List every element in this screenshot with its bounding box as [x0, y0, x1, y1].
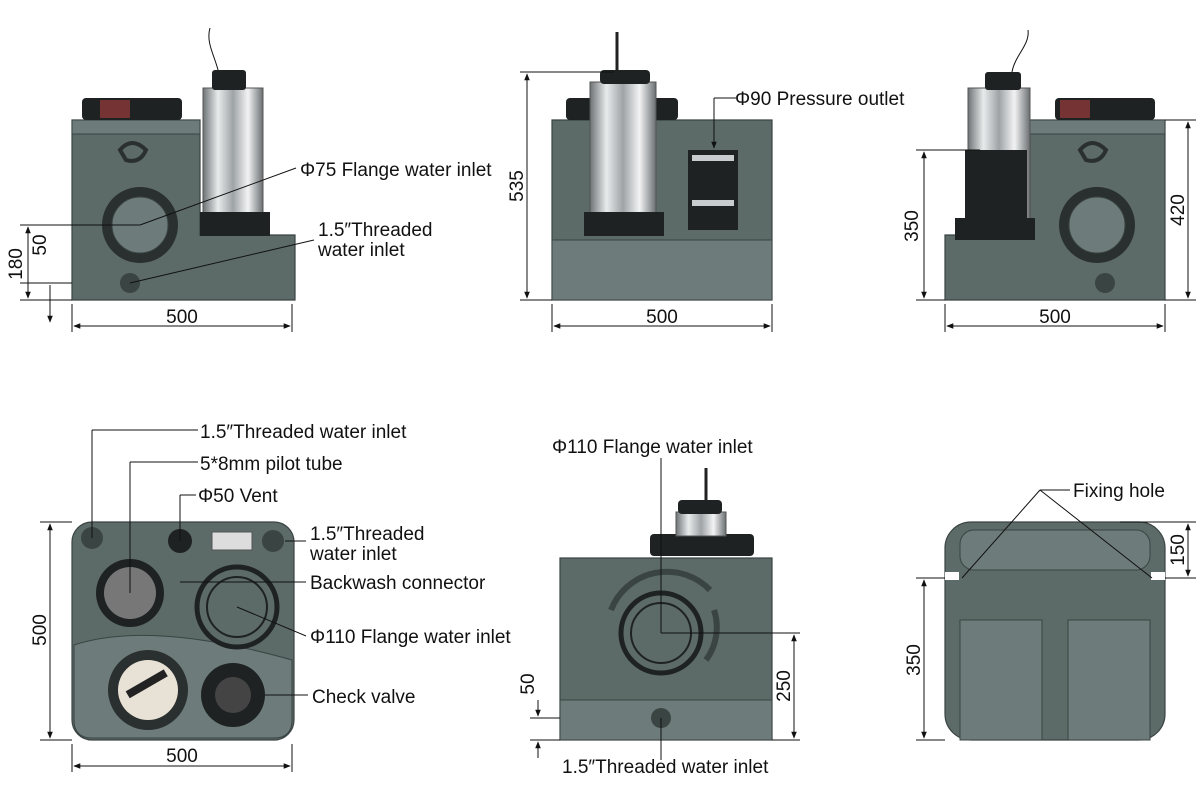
label-check-valve: Check valve — [312, 687, 416, 708]
view-front-left: Φ75 Flange water inlet 1.5″Threaded wate… — [6, 27, 492, 332]
view-front-right: 350 420 500 — [902, 29, 1196, 332]
label-threaded-inlet2-line1: 1.5″Threaded — [310, 524, 424, 545]
label-threaded-inlet-line1: 1.5″Threaded — [318, 220, 432, 241]
dim-width-center: 500 — [646, 307, 678, 328]
label-pressure-outlet: Φ90 Pressure outlet — [735, 89, 905, 110]
dim-width-right: 500 — [1039, 307, 1071, 328]
dim-350: 350 — [902, 210, 923, 242]
view-front-center: Φ90 Pressure outlet 535 500 — [507, 32, 905, 332]
label-flange-110-side: Φ110 Flange water inlet — [552, 437, 753, 458]
dim-250: 250 — [774, 670, 795, 702]
label-threaded-inlet2-line2: water inlet — [309, 544, 397, 565]
dim-50: 50 — [30, 234, 51, 255]
dim-150: 150 — [1168, 534, 1189, 566]
dim-width: 500 — [166, 307, 198, 328]
label-threaded-inlet-side: 1.5″Threaded water inlet — [562, 757, 769, 778]
dim-420: 420 — [1168, 194, 1189, 226]
view-side: Φ110 Flange water inlet 1.5″Threaded wat… — [518, 437, 800, 778]
dim-350-bottom: 350 — [904, 644, 925, 676]
dim-500-top-width: 500 — [166, 746, 198, 767]
view-bottom: Fixing hole 150 350 — [904, 481, 1196, 741]
label-backwash-connector: Backwash connector — [310, 573, 486, 594]
dim-500-top-height: 500 — [30, 614, 51, 646]
label-threaded-inlet-line2: water inlet — [317, 240, 405, 261]
dim-180: 180 — [6, 248, 27, 280]
label-flange-water-inlet: Φ75 Flange water inlet — [300, 160, 492, 181]
label-fixing-hole: Fixing hole — [1073, 481, 1165, 502]
label-threaded-inlet-top: 1.5″Threaded water inlet — [200, 422, 407, 443]
dim-50-side: 50 — [518, 673, 539, 694]
label-pilot-tube: 5*8mm pilot tube — [200, 454, 343, 475]
view-top: 1.5″Threaded water inlet 5*8mm pilot tub… — [30, 422, 511, 772]
label-vent: Φ50 Vent — [198, 486, 278, 507]
dim-535: 535 — [507, 170, 528, 202]
label-flange-110-top: Φ110 Flange water inlet — [310, 627, 511, 648]
